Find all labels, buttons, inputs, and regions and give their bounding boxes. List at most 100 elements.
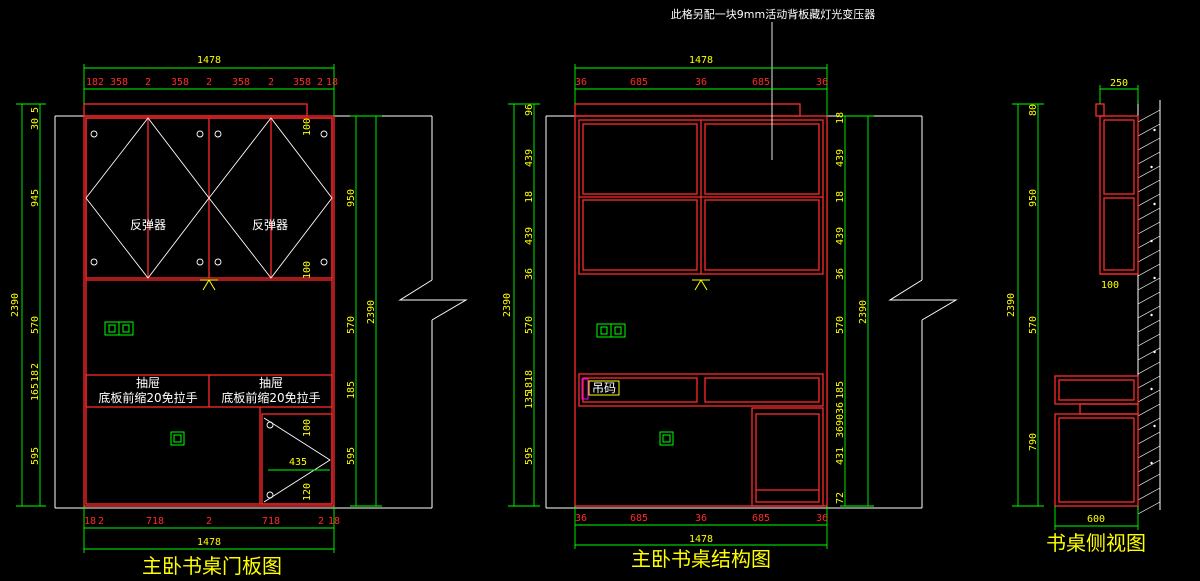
wall-hatch-line (1137, 193, 1161, 207)
door-view-title: 主卧书桌门板图 (142, 554, 282, 578)
structure-dim-left-3: 439 (524, 227, 535, 245)
structure-dim-top-4: 36 (816, 77, 828, 88)
structure-dim-right-11: 72 (835, 492, 846, 504)
structure-view-title: 主卧书桌结构图 (631, 547, 771, 571)
side-wall (1137, 100, 1161, 510)
structure-dim-left: 96 439 18 439 36 570 18 18 135 595 (524, 104, 535, 465)
wall-hatch-line (1137, 151, 1161, 165)
side-dim-bottom: 600 (1087, 514, 1105, 525)
wall-hatch-line (1137, 123, 1161, 137)
structure-dim-right-3: 439 (835, 227, 846, 245)
door-right-rebound-label: 反弹器 (252, 218, 288, 232)
wall-texture-dot (1153, 128, 1156, 132)
side-view: 250 600 100 80 950 570 790 2390 书桌侧视图 (1006, 78, 1161, 555)
door-right-drawer-title: 抽屉 (259, 376, 283, 390)
door-left-rebound-label: 反弹器 (130, 218, 166, 232)
structure-hanger-label-box (588, 380, 620, 396)
structure-hanger-label: 吊码 (592, 381, 616, 395)
wall-hatch-line (1137, 165, 1161, 179)
wall-hatch-line (1137, 459, 1161, 473)
door-dim-top-10: 18 (326, 77, 338, 88)
door-dimension-lines (16, 64, 382, 553)
wall-hatch-line (1137, 305, 1161, 319)
door-dim-left: 5 30 945 570 2 18 165 595 (30, 107, 41, 465)
door-dim-right-total: 2390 (366, 300, 377, 324)
door-dim-inner-4: 120 (302, 483, 313, 501)
side-wall-texture (1150, 128, 1156, 465)
structure-dim-right-8: 90 (835, 414, 846, 426)
door-dim-top-parts: 18 2 358 2 358 2 358 2 358 2 18 (86, 77, 338, 88)
structure-dim-right-9: 36 (835, 426, 846, 438)
door-dim-top-7: 2 (268, 77, 274, 88)
wall-texture-dot (1150, 165, 1153, 169)
door-hinge-dots (90, 130, 328, 499)
door-dim-top-3: 2 (145, 77, 151, 88)
wall-hatch-line (1137, 221, 1161, 235)
door-dim-top-2: 358 (110, 77, 128, 88)
structure-dim-top-parts: 36 685 36 685 36 (575, 77, 828, 88)
door-cabinet-body (83, 103, 335, 507)
structure-dim-top-1: 685 (630, 77, 648, 88)
door-dim-top-5: 2 (206, 77, 212, 88)
structure-dim-right-6: 185 (835, 381, 846, 399)
structure-light-symbol (692, 279, 710, 291)
wall-hatch-line (1137, 109, 1161, 123)
door-dim-bottom-2: 718 (146, 516, 164, 527)
door-dim-left-5: 18 (30, 370, 41, 382)
structure-dim-left-8: 135 (524, 391, 535, 409)
door-dim-top-9: 2 (317, 77, 323, 88)
door-dim-bottom-6: 18 (328, 516, 340, 527)
wall-hatch-line (1137, 403, 1161, 417)
wall-hatch-line (1137, 375, 1161, 389)
door-dim-left-1: 30 (30, 118, 41, 130)
structure-dim-bottom-1: 685 (630, 513, 648, 524)
door-outlet-double (104, 321, 134, 336)
wall-texture-dot (1153, 276, 1156, 280)
side-cabinet-body (1054, 103, 1139, 507)
structure-dim-left-6: 18 (524, 370, 535, 382)
door-light-symbol (200, 279, 218, 291)
door-dim-inner: 100 100 100 435 120 (289, 118, 313, 501)
wall-hatch-line (1137, 137, 1161, 151)
side-dim-left-total: 2390 (1006, 293, 1017, 317)
structure-dim-bottom-2: 36 (695, 513, 707, 524)
door-dim-left-3: 570 (30, 316, 41, 334)
structure-dim-bottom-3: 685 (752, 513, 770, 524)
side-dim-left-3: 790 (1028, 433, 1039, 451)
door-dim-top-0: 18 (86, 77, 98, 88)
door-dim-right-1: 570 (346, 316, 357, 334)
door-dim-right-2: 185 (346, 381, 357, 399)
structure-dim-top-total: 1478 (689, 55, 713, 66)
door-dim-bottom-parts: 18 2 718 2 718 2 18 (84, 516, 340, 527)
door-dim-top-total: 1478 (197, 55, 221, 66)
wall-hatch-line (1137, 487, 1161, 501)
structure-hanger-box (581, 378, 589, 400)
structure-dim-right-0: 18 (835, 112, 846, 124)
structure-dim-top-0: 36 (575, 77, 587, 88)
wall-texture-dot (1150, 461, 1153, 465)
door-dim-left-6: 165 (30, 383, 41, 401)
door-dim-bottom-1: 2 (98, 516, 104, 527)
structure-dimension-lines (508, 64, 874, 549)
structure-dim-right-1: 439 (835, 149, 846, 167)
door-dim-left-0: 5 (30, 107, 41, 113)
wall-hatch-line (1137, 361, 1161, 375)
structure-dim-top-2: 36 (695, 77, 707, 88)
structure-dim-left-2: 18 (524, 191, 535, 203)
structure-dim-left-7: 18 (524, 382, 535, 394)
side-dim-left-1: 950 (1028, 189, 1039, 207)
wall-hatch-line (1137, 473, 1161, 487)
structure-dim-left-4: 36 (524, 268, 535, 280)
door-left-drawer-title: 抽屉 (136, 376, 160, 390)
structure-dim-left-9: 595 (524, 447, 535, 465)
structure-dim-bottom-total: 1478 (689, 534, 713, 545)
wall-hatch-line (1137, 319, 1161, 333)
door-dim-top-6: 358 (232, 77, 250, 88)
structure-dim-bottom-0: 36 (575, 513, 587, 524)
structure-dim-left-1: 439 (524, 149, 535, 167)
structure-dim-right-5: 570 (835, 316, 846, 334)
structure-annotation: 此格另配一块9mm活动背板藏灯光变压器 (671, 7, 875, 21)
structure-dim-bottom-parts: 36 685 36 685 36 (575, 513, 828, 524)
door-dim-left-2: 945 (30, 189, 41, 207)
